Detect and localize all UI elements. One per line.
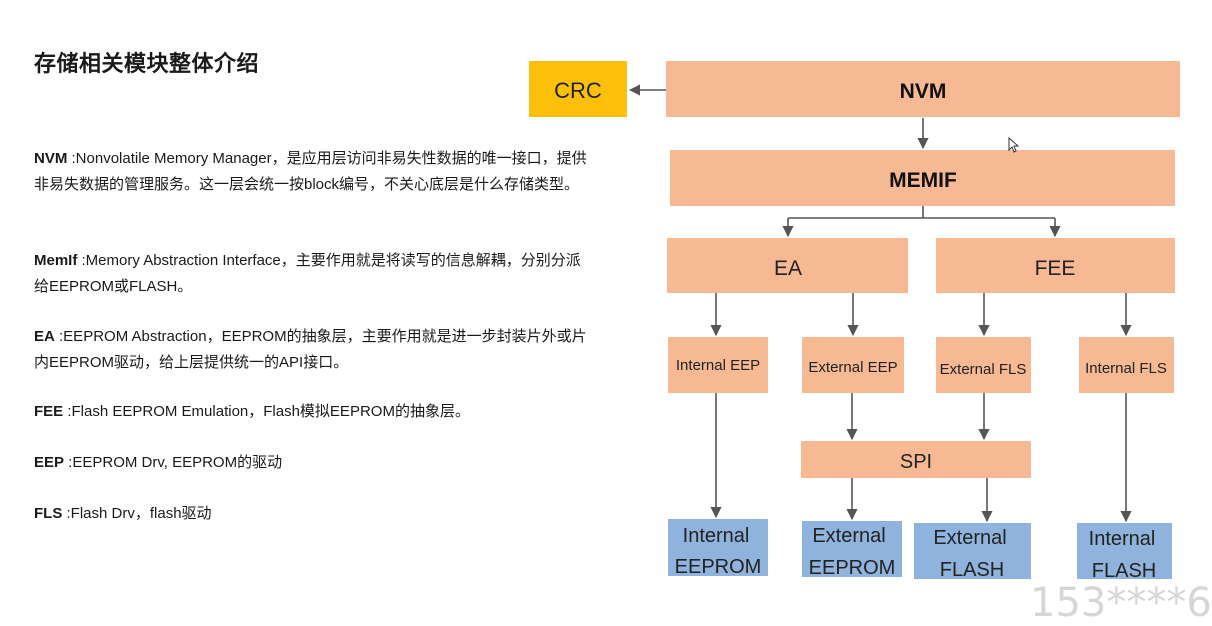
external-flash-label-line2: FLASH [940, 559, 1004, 581]
architecture-diagram: CRC NVM MEMIF EA FEE Internal EEP Extern… [529, 61, 1180, 582]
fee-label: FEE [1035, 257, 1076, 280]
memif-label: MEMIF [889, 169, 957, 192]
external-fls-label: External FLS [940, 361, 1027, 378]
desc-term: MemIf [34, 252, 78, 269]
external-flash-node: External FLASH [914, 523, 1031, 581]
fee-node: FEE [936, 238, 1175, 293]
desc-term: EA [34, 328, 55, 345]
desc-text: :Nonvolatile Memory Manager，是应用层访问非易失性数据… [34, 150, 587, 193]
internal-fls-label: Internal FLS [1085, 360, 1167, 377]
desc-text: :Memory Abstraction Interface，主要作用就是将读写的… [34, 252, 581, 295]
internal-eep-node: Internal EEP [668, 337, 768, 393]
desc-text: :EEPROM Drv, EEPROM的驱动 [64, 454, 283, 471]
desc-term: FLS [34, 505, 63, 522]
spi-node: SPI [801, 441, 1031, 478]
desc-term: EEP [34, 454, 65, 471]
memif-node: MEMIF [670, 150, 1175, 206]
desc-term: FEE [34, 403, 64, 420]
crc-node: CRC [529, 61, 627, 117]
desc-text: :Flash EEPROM Emulation，Flash模拟EEPROM的抽象… [63, 403, 470, 420]
internal-eeprom-node: Internal EEPROM [668, 519, 768, 578]
internal-flash-label-line1: Internal [1089, 528, 1156, 550]
page-title: 存储相关模块整体介绍 [34, 51, 260, 76]
external-eeprom-node: External EEPROM [802, 521, 902, 579]
external-eep-label: External EEP [808, 359, 897, 376]
ea-node: EA [667, 238, 908, 293]
nvm-description: NVM :Nonvolatile Memory Manager，是应用层访问非易… [34, 146, 594, 198]
external-eeprom-label-line1: External [812, 525, 885, 547]
external-fls-node: External FLS [936, 337, 1031, 393]
mouse-cursor-icon [1008, 136, 1020, 153]
fee-description: FEE :Flash EEPROM Emulation，Flash模拟EEPRO… [34, 399, 594, 425]
ea-description: EA :EEPROM Abstraction，EEPROM的抽象层，主要作用就是… [34, 324, 594, 376]
internal-eeprom-label-line1: Internal [683, 525, 750, 547]
nvm-node: NVM [666, 61, 1180, 117]
connectors [628, 84, 1132, 523]
internal-eep-label: Internal EEP [676, 357, 760, 374]
external-flash-label-line1: External [933, 527, 1006, 549]
crc-label: CRC [554, 78, 602, 103]
desc-term: NVM [34, 150, 68, 167]
internal-eeprom-label-line2: EEPROM [675, 556, 762, 578]
internal-flash-label-line2: FLASH [1092, 560, 1156, 582]
watermark: 153****6 [1030, 580, 1212, 626]
spi-label: SPI [900, 451, 932, 473]
memif-description: MemIf :Memory Abstraction Interface，主要作用… [34, 248, 594, 300]
fls-description: FLS :Flash Drv，flash驱动 [34, 501, 594, 527]
external-eeprom-label-line2: EEPROM [809, 557, 896, 579]
internal-flash-node: Internal FLASH [1077, 523, 1172, 582]
nvm-label: NVM [900, 80, 947, 103]
ea-label: EA [774, 257, 802, 280]
desc-text: :EEPROM Abstraction，EEPROM的抽象层，主要作用就是进一步… [34, 328, 587, 371]
desc-text: :Flash Drv，flash驱动 [62, 505, 212, 522]
eep-description: EEP :EEPROM Drv, EEPROM的驱动 [34, 450, 594, 476]
external-eep-node: External EEP [802, 337, 904, 393]
internal-fls-node: Internal FLS [1079, 337, 1174, 393]
